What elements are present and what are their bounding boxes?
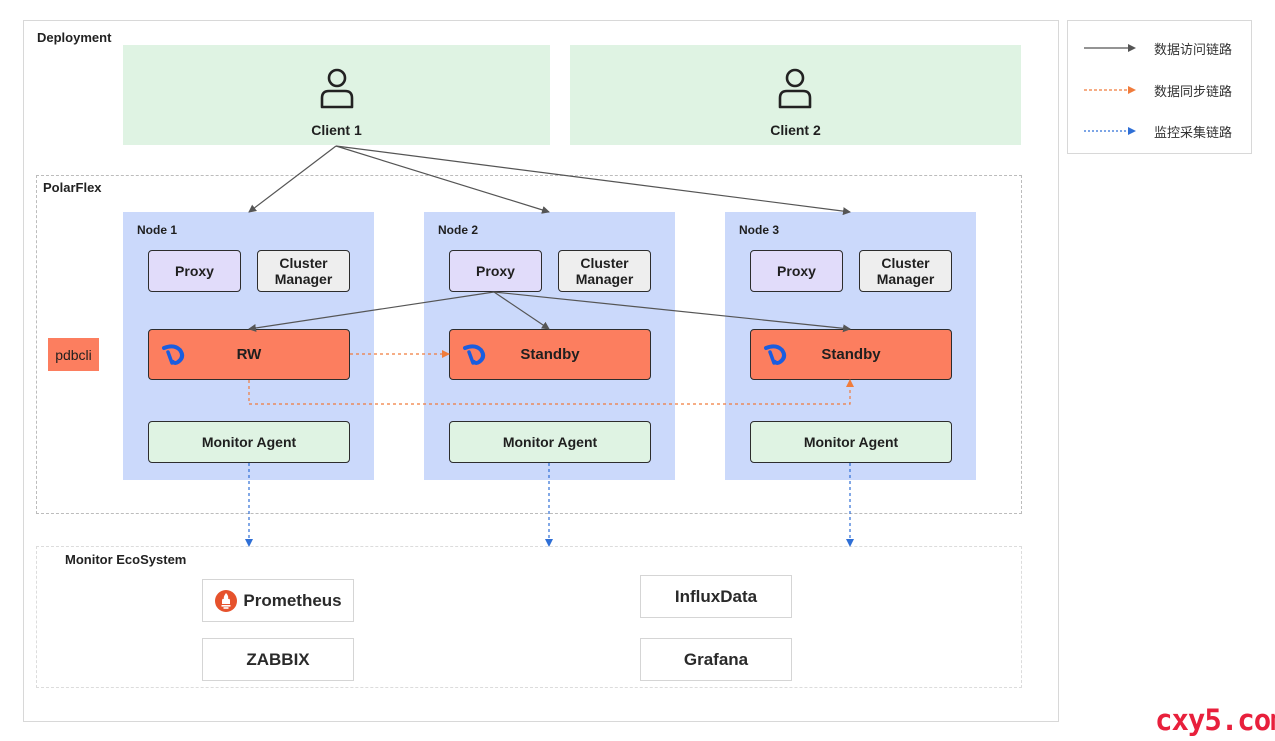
influxdata-item[interactable]: InfluxData — [640, 575, 792, 618]
deployment-label: Deployment — [37, 30, 112, 45]
db-role-label: RW — [236, 345, 262, 363]
node-1-proxy[interactable]: Proxy — [148, 250, 241, 292]
zabbix-label: ZABBIX — [246, 649, 310, 669]
legend-item-sync: 数据同步链路 — [1084, 80, 1232, 100]
legend-item-access: 数据访问链路 — [1084, 38, 1232, 58]
grafana-item[interactable]: Grafana — [640, 638, 792, 681]
pdbcli-label: pdbcli — [55, 346, 92, 363]
polardb-logo-icon — [162, 344, 185, 365]
prometheus-label: Prometheus — [243, 590, 342, 610]
node-1-monitor-agent[interactable]: Monitor Agent — [148, 421, 350, 463]
influxdata-label: InfluxData — [674, 586, 758, 606]
proxy-label: Proxy — [777, 263, 816, 279]
cluster-manager-line1: Cluster — [279, 255, 328, 271]
eco-label: Monitor EcoSystem — [65, 552, 187, 567]
node-2-proxy[interactable]: Proxy — [449, 250, 542, 292]
node-1-cluster-manager[interactable]: Cluster Manager — [257, 250, 350, 292]
prometheus-icon — [215, 589, 238, 612]
node-3: Node 3 Proxy Cluster Manager Standby Mon… — [725, 212, 976, 480]
zabbix-item[interactable]: ZABBIX — [202, 638, 354, 681]
node-2-cluster-manager[interactable]: Cluster Manager — [558, 250, 651, 292]
node-3-cluster-manager[interactable]: Cluster Manager — [859, 250, 952, 292]
monitor-agent-label: Monitor Agent — [502, 434, 598, 450]
dotted-blue-arrow-icon — [1084, 127, 1136, 135]
node-3-label: Node 3 — [739, 223, 780, 237]
cluster-manager-line2: Manager — [876, 271, 935, 287]
cluster-manager-line1: Cluster — [580, 255, 629, 271]
node-3-db-standby[interactable]: Standby — [750, 329, 952, 380]
node-2-monitor-agent[interactable]: Monitor Agent — [449, 421, 651, 463]
node-1-db-rw[interactable]: RW — [148, 329, 350, 380]
legend-label: 数据访问链路 — [1154, 41, 1233, 57]
solid-arrow-icon — [1084, 44, 1136, 52]
watermark: cxy5.com — [1155, 703, 1275, 737]
client-1-box[interactable]: Client 1 — [123, 45, 550, 145]
node-3-monitor-agent[interactable]: Monitor Agent — [750, 421, 952, 463]
cluster-manager-line1: Cluster — [881, 255, 930, 271]
monitor-agent-label: Monitor Agent — [201, 434, 297, 450]
user-icon — [320, 68, 354, 109]
legend-item-monitor: 监控采集链路 — [1084, 121, 1232, 141]
proxy-label: Proxy — [476, 263, 515, 279]
legend: 数据访问链路 数据同步链路 监控采集链路 — [1067, 20, 1252, 154]
db-role-label: Standby — [821, 345, 881, 363]
node-1: Node 1 Proxy Cluster Manager RW Monitor … — [123, 212, 374, 480]
pdbcli-badge[interactable]: pdbcli — [48, 338, 99, 371]
user-icon — [778, 68, 812, 109]
polarflex-label: PolarFlex — [43, 180, 102, 195]
node-1-label: Node 1 — [137, 223, 178, 237]
cluster-manager-line2: Manager — [274, 271, 333, 287]
polardb-logo-icon — [764, 344, 787, 365]
client-2-label: Client 2 — [770, 122, 821, 138]
cluster-manager-line2: Manager — [575, 271, 634, 287]
client-2-box[interactable]: Client 2 — [570, 45, 1021, 145]
dashed-orange-arrow-icon — [1084, 86, 1136, 94]
node-2-db-standby[interactable]: Standby — [449, 329, 651, 380]
prometheus-item[interactable]: Prometheus — [202, 579, 354, 622]
polardb-logo-icon — [463, 344, 486, 365]
legend-label: 监控采集链路 — [1154, 124, 1233, 140]
grafana-label: Grafana — [683, 649, 749, 669]
monitor-agent-label: Monitor Agent — [803, 434, 899, 450]
deployment-container — [23, 20, 1059, 722]
node-3-proxy[interactable]: Proxy — [750, 250, 843, 292]
legend-label: 数据同步链路 — [1154, 83, 1233, 99]
node-2: Node 2 Proxy Cluster Manager Standby Mon… — [424, 212, 675, 480]
eco-container — [36, 546, 1022, 688]
db-role-label: Standby — [520, 345, 580, 363]
node-2-label: Node 2 — [438, 223, 479, 237]
client-1-label: Client 1 — [311, 122, 362, 138]
proxy-label: Proxy — [175, 263, 214, 279]
